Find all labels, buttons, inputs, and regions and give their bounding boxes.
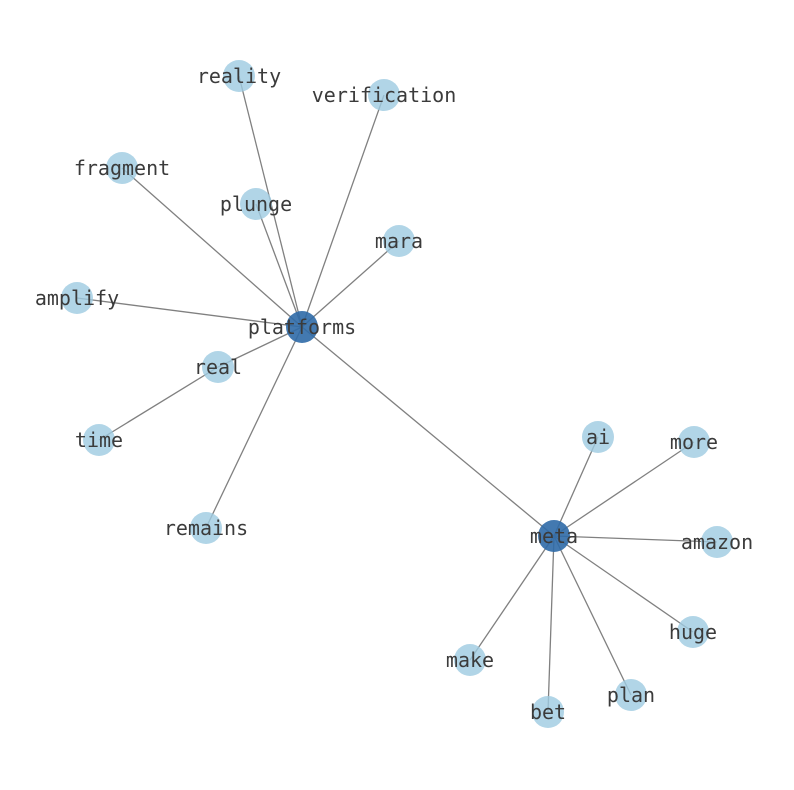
- label-huge: huge: [669, 620, 717, 644]
- label-plan: plan: [607, 683, 655, 707]
- edge-platforms-verification: [301, 94, 385, 328]
- label-reality: reality: [197, 64, 281, 88]
- node-make: [454, 644, 486, 676]
- edge-meta-plan: [553, 535, 632, 696]
- node-reality: [223, 60, 255, 92]
- node-plan: [615, 679, 647, 711]
- node-time: [83, 424, 115, 456]
- label-remains: remains: [164, 516, 248, 540]
- label-more: more: [670, 430, 718, 454]
- label-platforms: platforms: [248, 315, 356, 339]
- edge-platforms-fragment: [121, 167, 303, 328]
- nodes: [61, 60, 733, 728]
- node-huge: [677, 616, 709, 648]
- edge-platforms-remains: [205, 326, 303, 529]
- node-amplify: [61, 282, 93, 314]
- node-fragment: [106, 152, 138, 184]
- node-ai: [582, 421, 614, 453]
- edge-meta-bet: [547, 535, 555, 713]
- label-time: time: [75, 428, 123, 452]
- node-meta: [538, 520, 570, 552]
- node-plunge: [240, 188, 272, 220]
- node-more: [678, 426, 710, 458]
- edge-meta-ai: [553, 436, 599, 537]
- edge-platforms-plunge: [255, 203, 303, 328]
- label-ai: ai: [586, 425, 610, 449]
- labels: platforms meta reality verification fragment…: [35, 64, 753, 724]
- edge-platforms-mara: [301, 240, 400, 328]
- node-remains: [190, 512, 222, 544]
- edge-platforms-amplify: [76, 297, 303, 328]
- edge-meta-huge: [553, 535, 694, 633]
- label-make: make: [446, 648, 494, 672]
- node-platforms: [286, 311, 318, 343]
- label-amazon: amazon: [681, 530, 753, 554]
- node-verification: [368, 79, 400, 111]
- label-mara: mara: [375, 229, 423, 253]
- label-verification: verification: [312, 83, 457, 107]
- edge-platforms-meta: [301, 326, 555, 537]
- edge-meta-amazon: [553, 535, 718, 543]
- edge-meta-make: [469, 535, 555, 661]
- edge-real-time: [98, 366, 219, 441]
- node-mara: [383, 225, 415, 257]
- node-amazon: [701, 526, 733, 558]
- label-bet: bet: [530, 700, 566, 724]
- node-real: [202, 351, 234, 383]
- label-fragment: fragment: [74, 156, 170, 180]
- label-amplify: amplify: [35, 286, 119, 310]
- node-bet: [532, 696, 564, 728]
- label-meta: meta: [530, 524, 578, 548]
- label-plunge: plunge: [220, 192, 292, 216]
- edge-meta-more: [553, 441, 695, 537]
- label-real: real: [194, 355, 242, 379]
- edges: [76, 75, 718, 713]
